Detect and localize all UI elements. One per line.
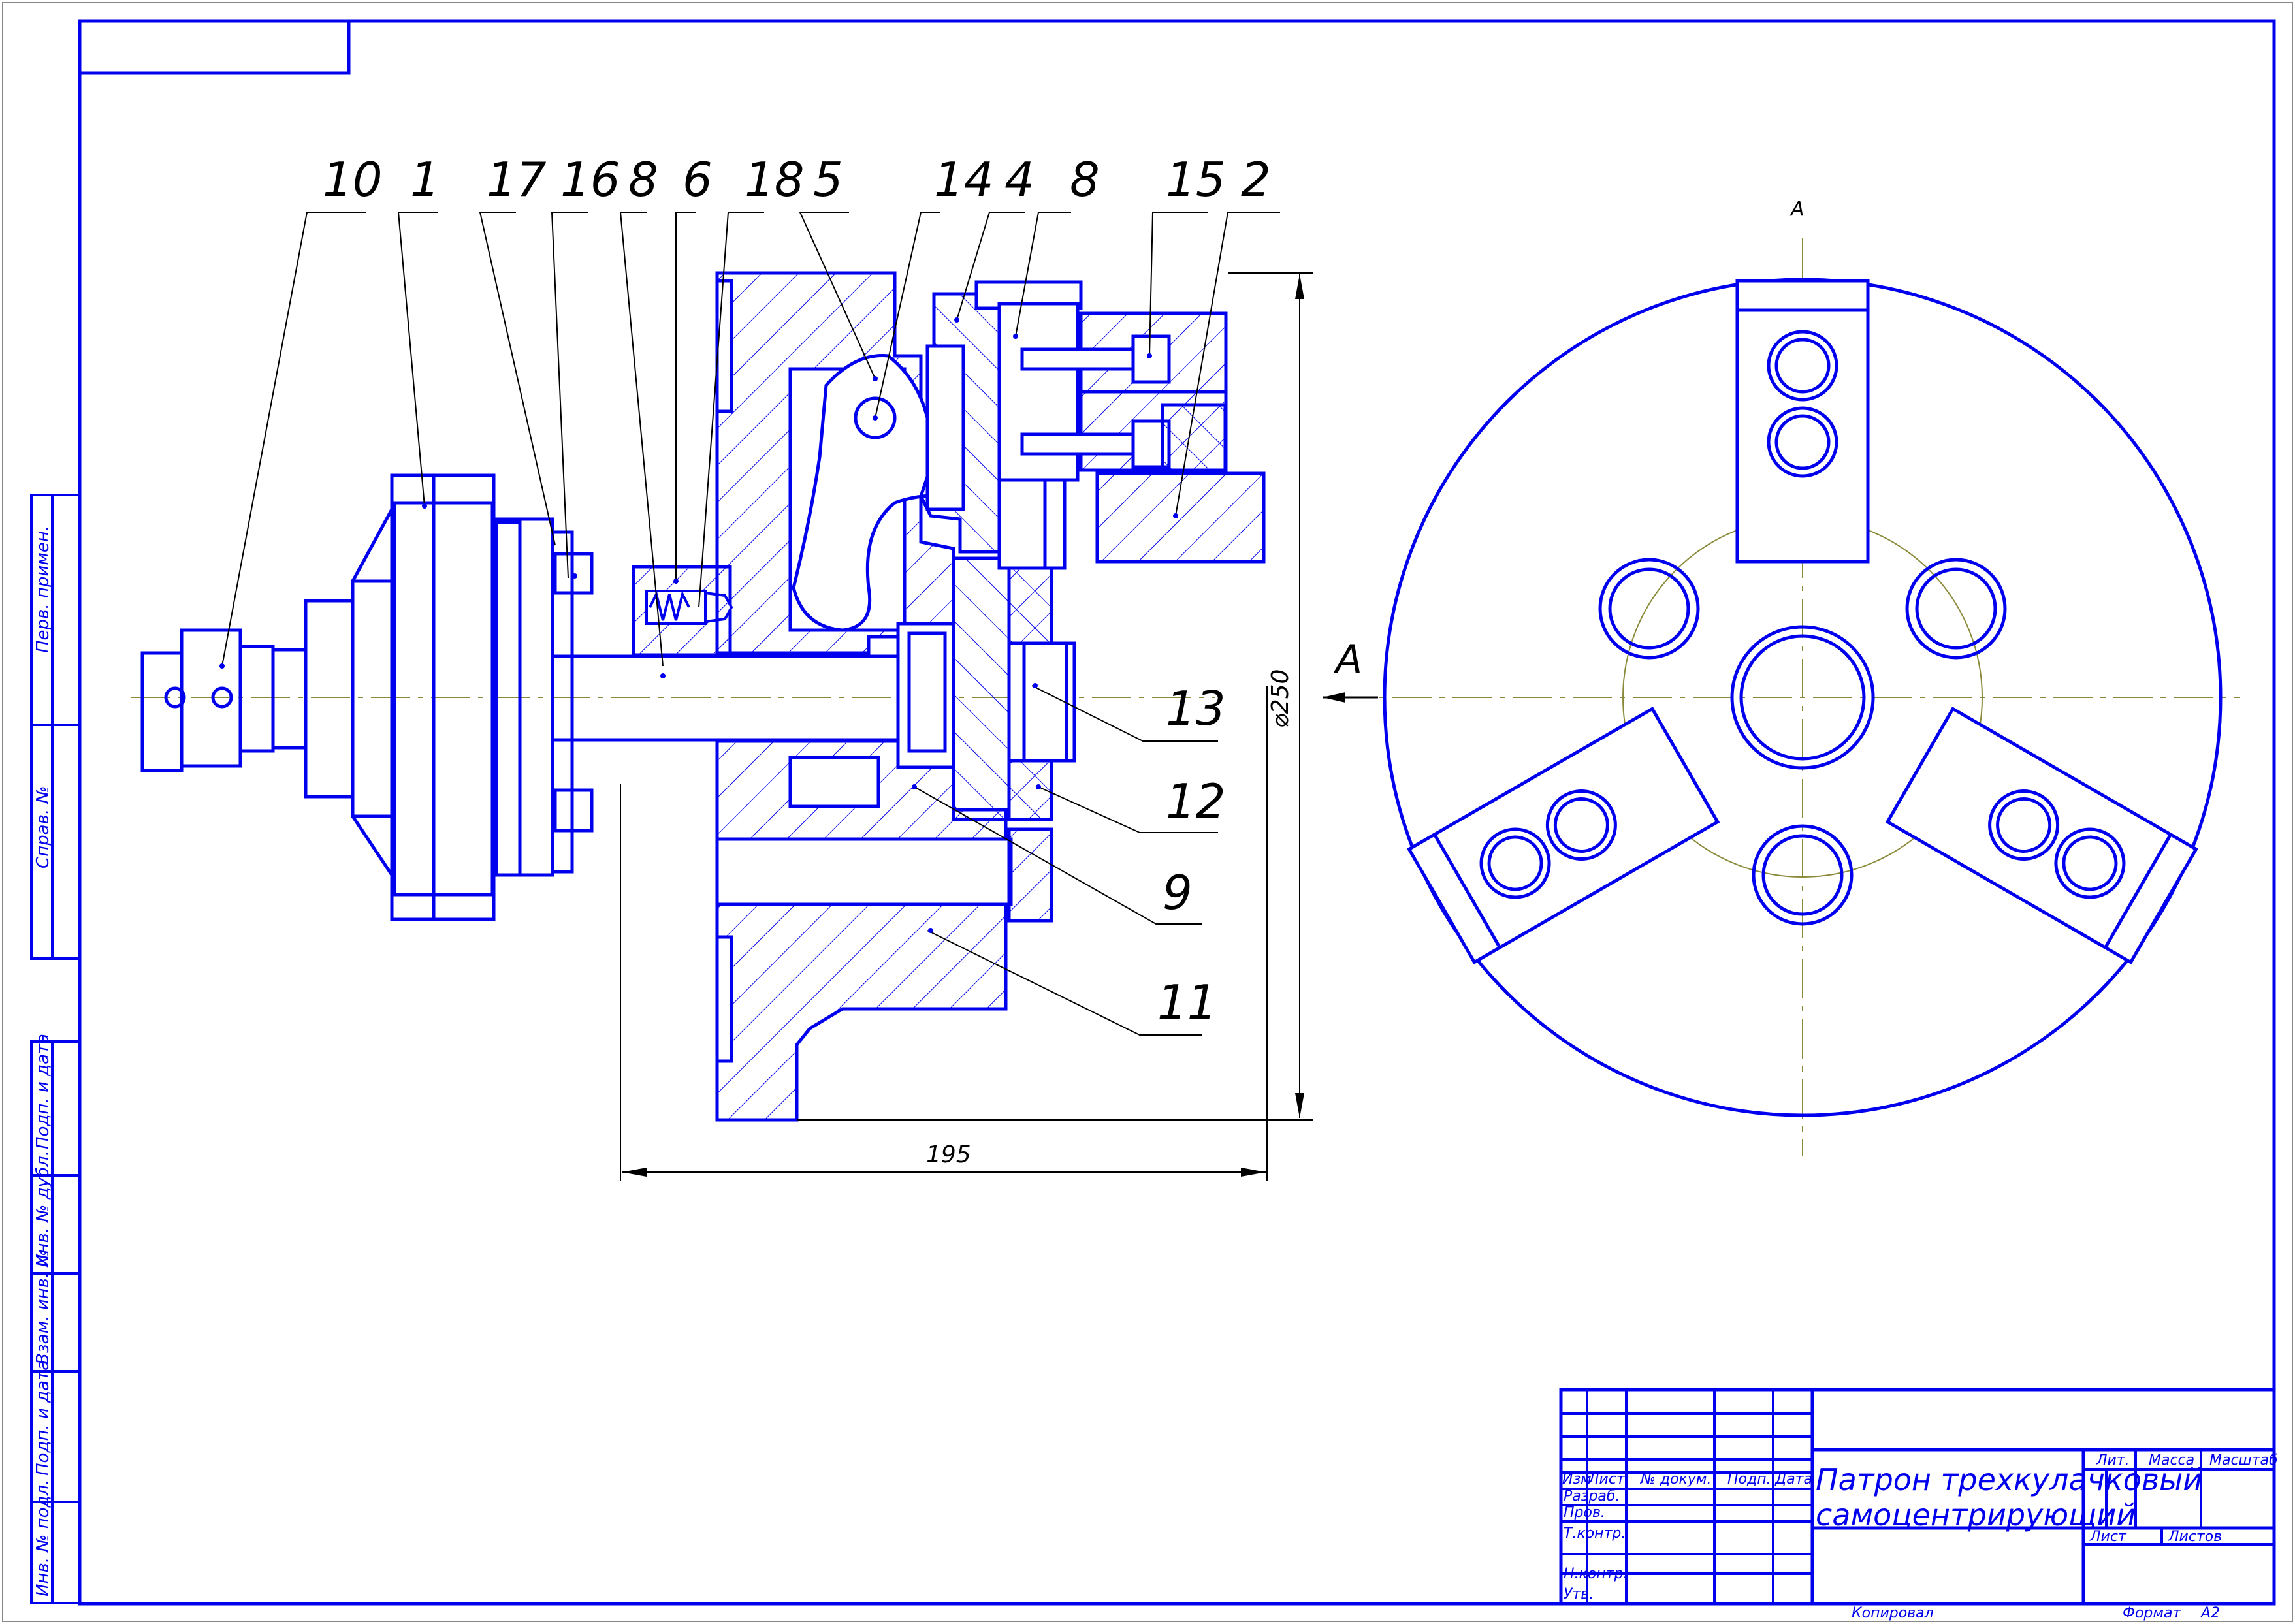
balloon-13: 13 bbox=[1166, 681, 1226, 736]
balloon-2: 2 bbox=[1241, 152, 1271, 207]
side-label: Инв. № дубл. bbox=[33, 1151, 53, 1267]
part-number-labels: 10 1 17 16 8 6 18 5 14 4 8 15 2 13 12 9 … bbox=[323, 152, 1271, 1030]
side-stamp bbox=[30, 494, 81, 1604]
balloon-8b: 8 bbox=[1070, 152, 1100, 207]
tb-role-tcontrol: Т.контр. bbox=[1564, 1525, 1626, 1542]
balloon-4: 4 bbox=[1004, 152, 1035, 207]
tb-role-develop: Разраб. bbox=[1564, 1488, 1620, 1505]
jaw-top bbox=[1735, 279, 1870, 564]
tb-copied: Копировал bbox=[1852, 1605, 1934, 1621]
balloon-6: 6 bbox=[682, 152, 713, 207]
tb-col-mass: Масса bbox=[2149, 1452, 2194, 1469]
leader-lines bbox=[221, 212, 1280, 1036]
part-8-rod bbox=[551, 654, 901, 742]
part-5-lever bbox=[788, 354, 956, 632]
balloon-18: 18 bbox=[745, 152, 805, 207]
tb-format-value: А2 bbox=[2200, 1605, 2220, 1621]
balloon-11: 11 bbox=[1157, 975, 1217, 1030]
balloon-15: 15 bbox=[1166, 152, 1226, 207]
tb-role-check: Пров. bbox=[1564, 1505, 1605, 1521]
dimension-lines bbox=[620, 272, 1313, 1181]
balloon-14: 14 bbox=[934, 152, 994, 207]
tb-sheet: Лист bbox=[2089, 1529, 2127, 1545]
balloon-9: 9 bbox=[1163, 865, 1193, 920]
side-label: Справ. № bbox=[33, 786, 53, 868]
tb-header-date: Дата bbox=[1774, 1471, 1812, 1488]
side-label: Подп. и дата bbox=[33, 1360, 53, 1476]
dimension-length: 195 bbox=[926, 1141, 971, 1168]
section-arrow-label: A bbox=[1333, 637, 1362, 682]
tb-title-1: Патрон трехкулачковый bbox=[1816, 1462, 2202, 1497]
side-label: Подп. и дата bbox=[33, 1034, 53, 1149]
balloon-8: 8 bbox=[628, 152, 658, 207]
section-arrow: A bbox=[1323, 637, 1378, 703]
part-9-12 bbox=[896, 556, 1076, 923]
part-6-spring-housing bbox=[632, 565, 733, 657]
balloon-16: 16 bbox=[560, 152, 620, 207]
tb-format-label: Формат bbox=[2123, 1605, 2181, 1621]
tb-col-scale: Масштаб bbox=[2209, 1452, 2278, 1469]
balloon-1: 1 bbox=[410, 152, 440, 207]
tb-sheets: Листов bbox=[2168, 1529, 2222, 1545]
side-label: Перв. примен. bbox=[33, 526, 53, 653]
bore-holes bbox=[1598, 558, 2007, 926]
part-16-bolts bbox=[553, 552, 594, 833]
side-label: Инв. № подл. bbox=[33, 1480, 53, 1597]
tb-header-list: Лист bbox=[1588, 1471, 1626, 1488]
view-a: A A bbox=[1323, 198, 2240, 1156]
jaw-left bbox=[1407, 706, 1720, 965]
part-10-nut bbox=[140, 599, 355, 799]
leader-dots bbox=[219, 317, 1178, 933]
balloon-17: 17 bbox=[487, 152, 547, 207]
balloon-12: 12 bbox=[1166, 774, 1226, 829]
section-view: 10 1 17 16 8 6 18 5 14 4 8 15 2 13 12 9 … bbox=[131, 152, 1313, 1181]
side-label: Взам. инв. № bbox=[33, 1249, 53, 1365]
part-2-jaw bbox=[1095, 403, 1266, 564]
balloon-5: 5 bbox=[813, 152, 843, 207]
tb-title-2: самоцентрирующий bbox=[1816, 1497, 2136, 1533]
title-block bbox=[1559, 1388, 2276, 1606]
tb-role-approve: Утв. bbox=[1564, 1586, 1594, 1602]
tb-header-doc: № докум. bbox=[1640, 1471, 1711, 1488]
tb-header-izm: Изм bbox=[1562, 1471, 1592, 1488]
title-block-text: Изм Лист № докум. Подп. Дата Разраб. Про… bbox=[1562, 1452, 2278, 1621]
dimension-arrows bbox=[622, 274, 1304, 1177]
dimension-diameter: ⌀250 bbox=[1267, 669, 1294, 728]
view-a-label: A bbox=[1789, 198, 1805, 221]
tb-col-lit: Лит. bbox=[2096, 1452, 2130, 1469]
tb-role-ncontrol: Н.контр. bbox=[1564, 1566, 1628, 1582]
side-stamp-labels: Перв. примен. Справ. № Подп. и дата Инв.… bbox=[33, 526, 53, 1597]
balloon-10: 10 bbox=[323, 152, 383, 207]
tb-header-sign: Подп. bbox=[1727, 1471, 1771, 1488]
jaw-right bbox=[1885, 706, 2198, 965]
